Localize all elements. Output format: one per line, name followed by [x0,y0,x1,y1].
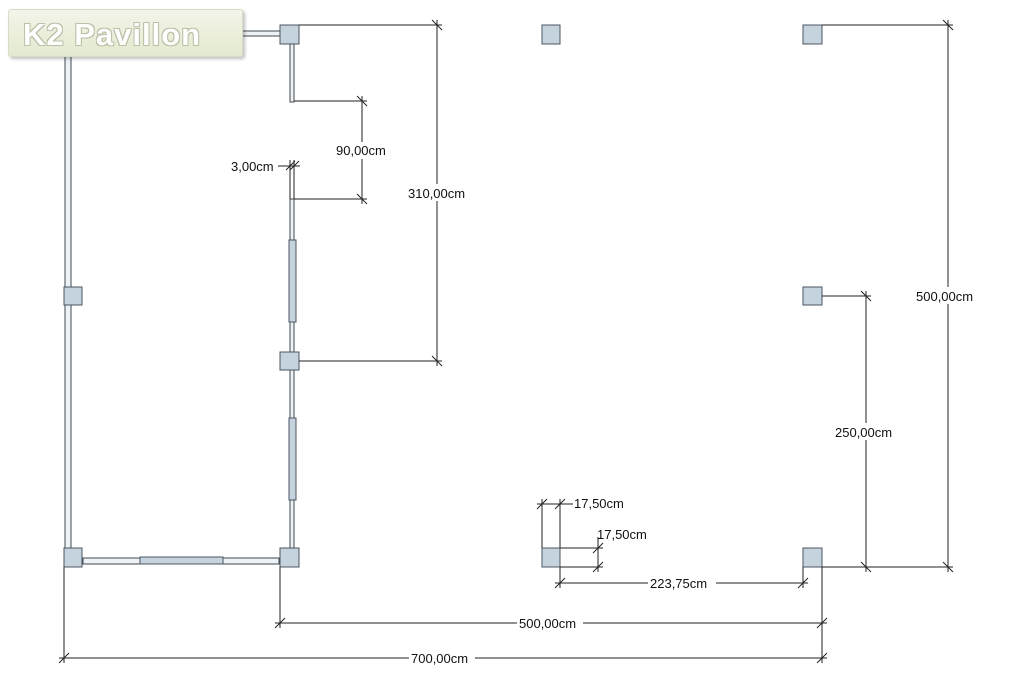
dim-500-vertical: 500,00cm [822,19,980,573]
dim-17-50-b: 17,50cm [560,527,647,573]
dim-310-label: 310,00cm [408,186,465,201]
dim-700-label: 700,00cm [411,651,468,666]
post-top-center [541,24,561,45]
right-wall-stub [289,43,295,103]
dim-310: 310,00cm [299,19,469,367]
bottom-window-panel [139,556,224,565]
dim-90: 90,00cm [294,95,392,205]
post-bottom-center [541,547,561,568]
dim-223-75: 223,75cm [554,567,809,591]
right-window-panel-1 [288,239,297,323]
dim-500-horizontal-label: 500,00cm [519,616,576,631]
dim-3-label: 3,00cm [231,159,274,174]
post-bottom-right [802,547,823,568]
post-left-bottom [63,547,83,568]
dim-223-75-label: 223,75cm [650,576,707,591]
right-window-panel-2 [288,417,297,501]
dim-250-label: 250,00cm [835,425,892,440]
post-top-mid [279,24,300,45]
dim-250: 250,00cm [822,290,899,573]
post-left-mid [63,286,83,306]
dim-90-label: 90,00cm [336,143,386,158]
logo-text: K2 Pavillon [23,17,202,52]
post-top-right [802,24,823,45]
post-bottom-mid [279,547,300,568]
logo-badge: K2 Pavillon [8,9,243,57]
dim-500-vertical-label: 500,00cm [916,289,973,304]
dim-17-50-b-label: 17,50cm [597,527,647,542]
dim-17-50-a: 17,50cm [536,496,624,548]
post-right-mid [802,286,823,306]
dim-500-horizontal: 500,00cm [274,567,828,631]
dim-700: 700,00cm [58,567,828,666]
dim-17-50-a-label: 17,50cm [574,496,624,511]
post-inner-mid [279,351,300,371]
dim-3: 3,00cm [231,159,300,199]
